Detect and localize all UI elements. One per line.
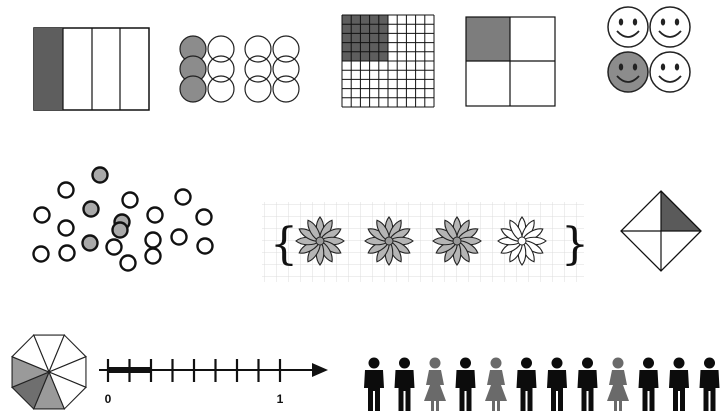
flower-icon: [497, 216, 547, 266]
smiley-icon: [607, 6, 649, 48]
grid-circle: [207, 35, 235, 63]
grid-circle: [207, 55, 235, 83]
circle: [144, 231, 162, 249]
arrow-head-icon: [312, 363, 328, 377]
grid-circle: [244, 55, 272, 83]
square-shaded-quarter: [466, 17, 510, 61]
woman-shaded-icon: [607, 357, 629, 411]
circle: [196, 237, 214, 255]
flowers-figure: { }: [262, 202, 589, 282]
flower-shaded-icon: [364, 216, 414, 266]
man-icon: [394, 357, 415, 411]
diamond-figure: [620, 190, 702, 272]
flower-shaded-icon: [432, 216, 482, 266]
circle: [105, 238, 123, 256]
circle: [170, 228, 188, 246]
man-icon: [455, 357, 476, 411]
man-icon: [516, 357, 537, 411]
number-line-label-0: 0: [105, 392, 112, 406]
circles-grid-figure: [179, 35, 300, 103]
number-line-label-1: 1: [277, 392, 284, 406]
number-line: 0 1: [99, 359, 328, 406]
circle: [119, 254, 137, 272]
grid-shaded-block: [342, 15, 388, 61]
smiley-icon: [649, 6, 691, 48]
people-figure: [364, 357, 720, 411]
grid-circle: [272, 35, 300, 63]
man-icon: [364, 357, 384, 411]
man-icon: [547, 357, 567, 411]
square-quarters-figure: [465, 16, 556, 107]
woman-shaded-icon: [424, 357, 446, 411]
smileys-figure: [607, 6, 691, 93]
smiley-icon: [649, 51, 691, 93]
octagon-sector: [11, 334, 51, 374]
man-icon: [577, 357, 598, 411]
hundred-grid-figure: [341, 14, 435, 108]
grid-circle: [272, 75, 300, 103]
man-icon: [638, 357, 659, 411]
shaded-circle: [81, 234, 99, 252]
open-brace: {: [270, 219, 298, 270]
smiley-shaded-icon: [607, 51, 649, 93]
circle: [33, 206, 51, 224]
flower-shaded-icon: [295, 216, 345, 266]
circle: [195, 208, 213, 226]
man-icon: [669, 357, 689, 411]
grid-circle: [179, 75, 207, 103]
octagon-figure: [11, 334, 87, 410]
circle: [146, 206, 164, 224]
shaded-circle: [111, 221, 129, 239]
woman-shaded-icon: [485, 357, 507, 411]
grid-circle: [244, 35, 272, 63]
bar-shaded-part: [34, 28, 63, 110]
grid-circle: [272, 55, 300, 83]
circle: [174, 188, 192, 206]
circle: [57, 219, 75, 237]
bar-fourths-figure: [33, 27, 150, 111]
shaded-circle: [91, 166, 109, 184]
circle: [144, 247, 162, 265]
scattered-circles-figure: [32, 166, 214, 272]
shaded-circle: [82, 200, 100, 218]
grid-circle: [244, 75, 272, 103]
close-brace: }: [561, 219, 589, 270]
circle: [57, 181, 75, 199]
circle: [32, 245, 50, 263]
grid-circle: [207, 75, 235, 103]
man-icon: [699, 357, 720, 411]
circle: [58, 244, 76, 262]
circle: [121, 191, 139, 209]
